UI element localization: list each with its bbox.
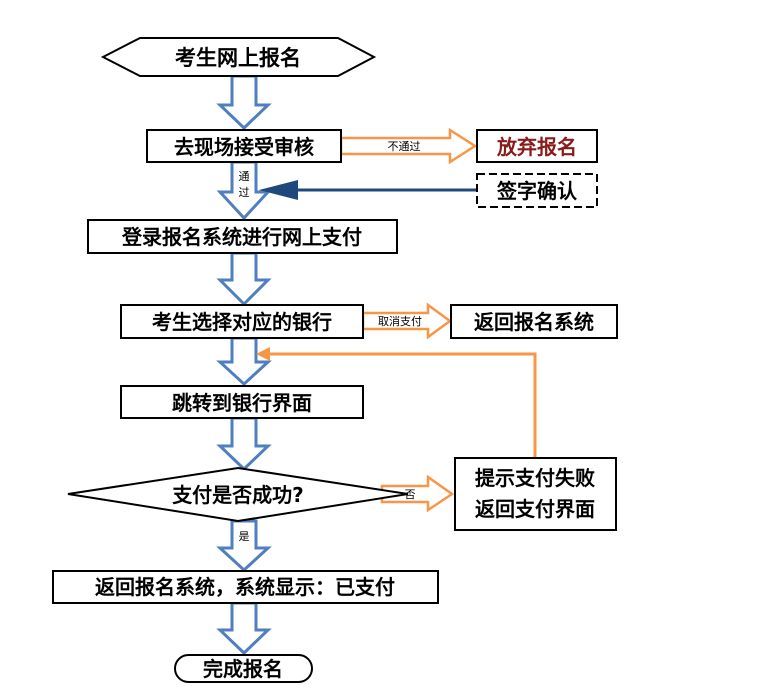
onsite-review-text: 去现场接受审核 — [174, 135, 314, 159]
down-arrow-7 — [216, 601, 272, 656]
cancel-pay-label: 取消支付 — [378, 314, 422, 328]
choose-bank-box — [120, 304, 364, 339]
down-arrow-4 — [216, 336, 272, 387]
login-pay-box — [87, 219, 398, 254]
arrow-retry-head — [256, 347, 270, 361]
start-text: 考生网上报名 — [175, 46, 301, 70]
end-terminal — [174, 654, 313, 683]
return-system-box — [450, 304, 618, 339]
not-pass-label: 不通过 — [388, 140, 421, 153]
down-arrow-1 — [216, 74, 272, 131]
give-up-box — [476, 129, 598, 163]
down-arrow-6 — [216, 519, 272, 573]
start-hexagon — [100, 37, 377, 77]
arrow-sign-head — [259, 180, 298, 200]
fail-text-line1: 提示支付失败 — [475, 466, 595, 490]
down-arrow-5 — [216, 416, 272, 472]
no-label: 否 — [405, 488, 416, 501]
return-paid-text: 返回报名系统，系统显示：已支付 — [95, 575, 395, 599]
arrow-no — [380, 474, 455, 513]
fail-box — [454, 457, 617, 531]
give-up-text: 放弃报名 — [496, 135, 577, 159]
pay-success-diamond — [67, 466, 409, 523]
end-text: 完成报名 — [203, 657, 283, 681]
fail-text-line2: 返回支付界面 — [475, 497, 595, 521]
onsite-review-box — [146, 129, 342, 163]
sign-confirm-box — [476, 173, 598, 208]
down-arrow-2 — [216, 160, 272, 221]
return-system-text: 返回报名系统 — [474, 310, 594, 334]
return-paid-box — [52, 570, 439, 604]
jump-bank-text: 跳转到银行界面 — [172, 391, 312, 415]
arrow-not-pass — [339, 127, 478, 165]
pass-label-1: 通 — [239, 170, 250, 183]
arrow-cancel-pay — [361, 302, 453, 340]
jump-bank-box — [120, 385, 364, 419]
pay-success-text: 支付是否成功? — [172, 483, 304, 507]
choose-bank-text: 考生选择对应的银行 — [152, 310, 332, 334]
arrow-retry-loop — [264, 352, 537, 457]
yes-label: 是 — [239, 530, 250, 543]
login-pay-text: 登录报名系统进行网上支付 — [121, 225, 362, 249]
pass-label-2: 过 — [239, 186, 250, 199]
sign-confirm-text: 签字确认 — [496, 179, 578, 203]
down-arrow-3 — [216, 251, 272, 307]
